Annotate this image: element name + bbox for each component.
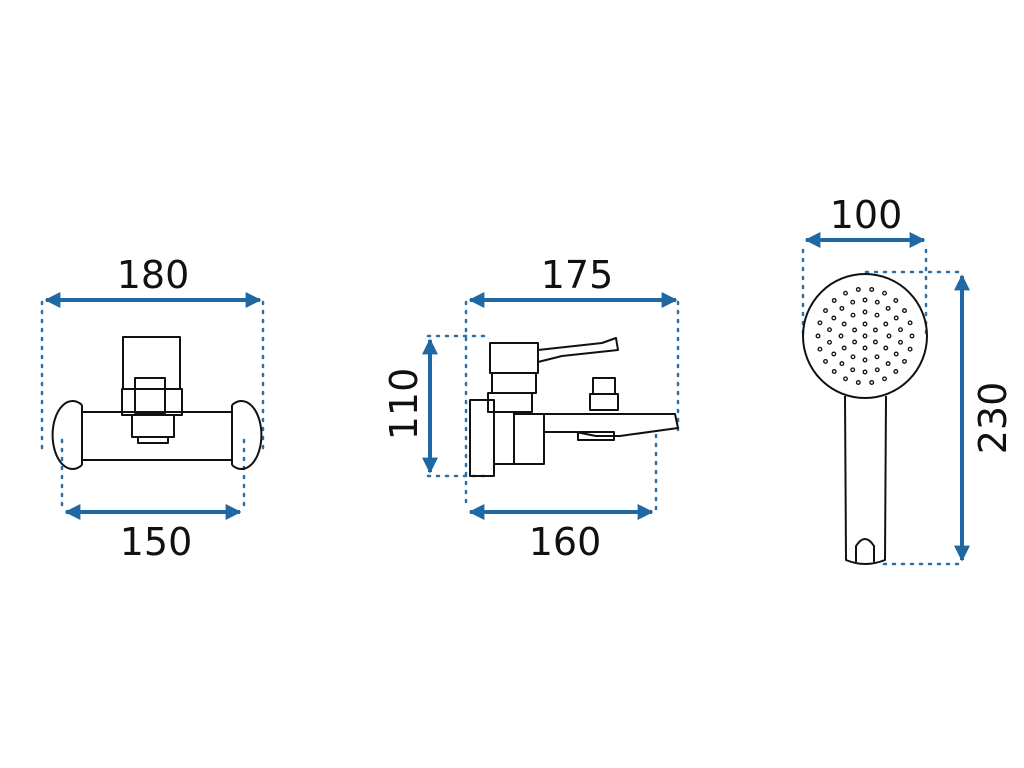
nozzle-hole (874, 312, 880, 318)
nozzle-hole (841, 345, 847, 351)
nozzle-hole (862, 333, 868, 339)
nozzle-hole (838, 333, 844, 339)
front-faucet-outline (51, 336, 263, 470)
nozzle-hole (885, 361, 891, 367)
nozzle-hole (907, 346, 913, 352)
nozzle-hole (815, 333, 821, 339)
shower-height-dimension-label: 230 (971, 382, 1015, 455)
nozzle-hole (862, 369, 868, 375)
nozzle-hole (882, 290, 887, 296)
front-top-dimension-label: 180 (117, 253, 190, 297)
nozzle-hole (841, 321, 847, 327)
nozzle-hole (855, 287, 861, 292)
side-view: 175 160 110 (382, 253, 680, 564)
front-bottom-dimension-label: 150 (120, 520, 193, 564)
nozzle-hole (883, 321, 889, 327)
nozzle-hole (831, 369, 837, 374)
shower-width-dimension-label: 100 (830, 193, 903, 237)
nozzle-hole (902, 308, 907, 314)
nozzle-hole (862, 345, 868, 351)
nozzle-hole (862, 321, 868, 327)
nozzle-hole (869, 380, 875, 385)
nozzle-hole (850, 312, 856, 318)
nozzle-hole (852, 327, 858, 333)
nozzle-hole (869, 287, 875, 292)
side-bottom-dimension-label: 160 (529, 520, 602, 564)
nozzle-hole (862, 357, 868, 363)
nozzle-hole (862, 309, 868, 315)
nozzle-hole (893, 298, 899, 303)
nozzle-hole (843, 290, 848, 296)
nozzle-hole (872, 327, 878, 333)
shower-head-view: 100 230 (801, 193, 1015, 566)
nozzle-hole (827, 327, 832, 333)
nozzle-hole (827, 339, 832, 345)
nozzle-hole (909, 333, 915, 339)
nozzle-hole (839, 305, 845, 311)
side-height-dimension-label: 110 (382, 368, 426, 441)
nozzle-hole (874, 354, 880, 360)
shower-head-outline (802, 273, 928, 565)
nozzle-hole (843, 376, 848, 382)
nozzle-hole (882, 376, 887, 382)
nozzle-hole (898, 339, 903, 345)
side-top-dimension-label: 175 (541, 253, 614, 297)
nozzle-hole (852, 339, 858, 345)
nozzle-hole (872, 339, 878, 345)
nozzle-hole (874, 299, 880, 305)
front-view: 180 150 (40, 253, 265, 564)
shower-nozzles (815, 287, 915, 385)
nozzle-hole (850, 367, 856, 373)
nozzle-hole (902, 358, 907, 364)
nozzle-hole (883, 345, 889, 351)
nozzle-hole (850, 354, 856, 360)
nozzle-hole (831, 351, 837, 357)
nozzle-hole (850, 299, 856, 305)
nozzle-hole (855, 380, 861, 385)
nozzle-hole (893, 315, 899, 321)
side-faucet-outline (469, 337, 679, 477)
nozzle-hole (898, 327, 903, 333)
nozzle-hole (874, 367, 880, 373)
nozzle-hole (893, 369, 899, 374)
nozzle-hole (907, 320, 913, 326)
nozzle-hole (823, 308, 828, 314)
nozzle-hole (831, 298, 837, 303)
nozzle-hole (823, 358, 828, 364)
nozzle-hole (831, 315, 837, 321)
nozzle-hole (893, 351, 899, 357)
nozzle-hole (886, 333, 892, 339)
nozzle-hole (817, 320, 823, 326)
nozzle-hole (862, 297, 868, 303)
nozzle-hole (817, 346, 823, 352)
nozzle-hole (885, 305, 891, 311)
nozzle-hole (839, 361, 845, 367)
